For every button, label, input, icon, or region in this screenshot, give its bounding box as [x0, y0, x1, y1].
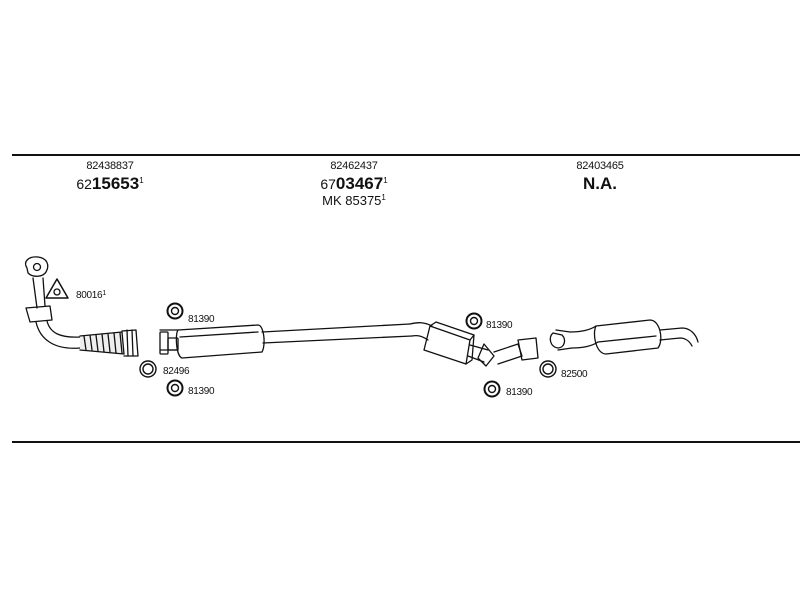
alt-reference-code: MK 853751: [274, 193, 434, 208]
rubber-ring-81390-c: [465, 312, 483, 330]
label-note: 1: [102, 290, 106, 297]
label-81390-d: 81390: [506, 387, 533, 398]
part-number: 82438837: [86, 160, 134, 172]
triangle-gasket: [45, 278, 69, 299]
code-note: 1: [139, 176, 144, 185]
alt-code-prefix: MK: [322, 193, 342, 208]
code-prefix: 62: [76, 176, 92, 192]
front-pipe: [24, 256, 139, 357]
bottom-divider: [12, 441, 800, 443]
middle-pipe: [261, 322, 433, 344]
label-82500: 82500: [561, 369, 588, 380]
label-81390-a: 81390: [188, 314, 215, 325]
rubber-ring-81390-d: [483, 380, 501, 398]
section-header-front: 82438837 62156531: [30, 160, 190, 193]
rubber-ring-81390-b: [166, 379, 184, 397]
code-note: 1: [383, 176, 388, 185]
reference-code: N.A.: [583, 174, 617, 193]
label-81390-c: 81390: [486, 320, 513, 331]
label-text: 80016: [76, 290, 103, 301]
rubber-ring-81390-a: [166, 302, 184, 320]
part-number: 82462437: [330, 160, 378, 172]
middle-silencer: [423, 321, 539, 367]
alt-code-number: 85375: [345, 193, 382, 208]
alt-code-note: 1: [381, 193, 386, 202]
label-82496: 82496: [163, 366, 190, 377]
code-prefix: 67: [320, 176, 336, 192]
clamp-ring-82500: [539, 360, 557, 378]
label-80016: 800161: [76, 290, 106, 301]
section-header-rear: 82403465 N.A.: [520, 160, 680, 193]
top-divider: [12, 154, 800, 156]
reference-code: 62156531: [30, 175, 190, 192]
rear-silencer: [549, 319, 699, 355]
part-number: 82403465: [576, 160, 624, 172]
code-number: 03467: [335, 174, 384, 193]
section-header-middle: 82462437 67034671 MK 853751: [274, 160, 434, 208]
reference-code: 67034671: [274, 175, 434, 192]
label-81390-b: 81390: [188, 386, 215, 397]
clamp-ring-82496: [139, 360, 157, 378]
code-number: 15653: [91, 174, 140, 193]
front-silencer: [159, 324, 265, 359]
